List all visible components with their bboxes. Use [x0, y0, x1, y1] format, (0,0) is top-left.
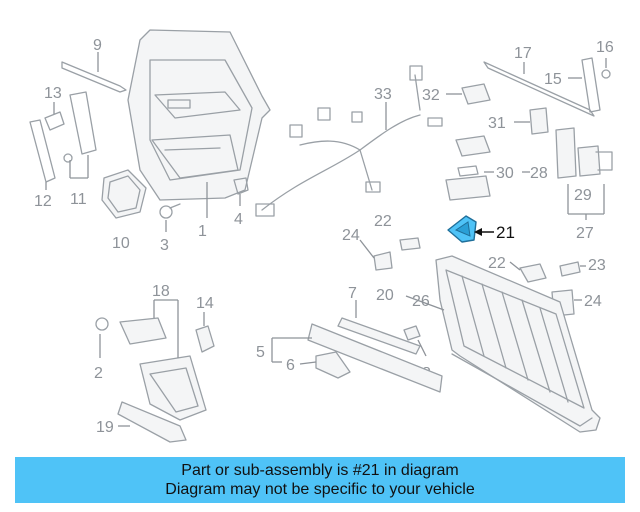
- callout-4: 4: [234, 211, 243, 228]
- part-18-handle-assembly: 18: [119, 283, 207, 421]
- callout-2: 2: [94, 365, 103, 382]
- callout-26: 26: [412, 293, 430, 310]
- callout-22: 22: [488, 255, 506, 272]
- part-19-trim: 19: [96, 401, 187, 443]
- part-11-bracket: 11: [63, 91, 97, 208]
- part-2-screw: 2: [94, 317, 109, 382]
- callout-32: 32: [422, 87, 440, 104]
- callout-28: 28: [530, 165, 548, 182]
- part-33-wiring-harness: 33: [255, 65, 443, 217]
- part-24-clip: 24: [342, 227, 393, 271]
- callout-33: 33: [374, 86, 392, 103]
- part-7-guide: 7: [337, 285, 421, 355]
- part-3-screw: 3: [159, 203, 181, 254]
- part-23-cap-upper: 22: [374, 213, 421, 251]
- callout-29: 29: [574, 187, 592, 204]
- callout-11: 11: [70, 191, 87, 208]
- part-9-trim-strip: 9: [61, 37, 127, 93]
- callout-31: 31: [488, 115, 506, 132]
- callout-17: 17: [514, 45, 532, 62]
- part-29-bracket: 29: [574, 145, 613, 204]
- callout-14: 14: [196, 295, 214, 312]
- caption-line-2: Diagram may not be specific to your vehi…: [165, 481, 475, 498]
- callout-20: 20: [376, 287, 394, 304]
- callout-9: 9: [93, 37, 102, 54]
- callout-21: 21: [496, 223, 515, 242]
- callout-30: 30: [496, 165, 514, 182]
- part-23-cap-lower: 23: [559, 257, 606, 277]
- part-15-trim: 15: [544, 57, 601, 113]
- part-4-clip: 4: [233, 177, 249, 228]
- part-13-clip: 13: [44, 85, 65, 131]
- callout-23-upper: 22: [374, 213, 392, 230]
- part-31-bracket: 31: [488, 107, 549, 135]
- part-16-clip: 16: [596, 39, 614, 79]
- callout-25: 24: [584, 293, 602, 310]
- callout-13: 13: [44, 85, 62, 102]
- callout-6: 6: [286, 357, 295, 374]
- callout-24: 24: [342, 227, 360, 244]
- callout-3: 3: [160, 237, 169, 254]
- callout-16: 16: [596, 39, 614, 56]
- part-5-rail: 5: [256, 323, 443, 393]
- callout-1: 1: [198, 223, 207, 240]
- callout-7: 7: [348, 285, 357, 302]
- callout-23-lower: 23: [588, 257, 606, 274]
- part-21-highlighted: 21: [447, 215, 515, 243]
- callout-10: 10: [112, 235, 130, 252]
- callout-27: 27: [576, 225, 594, 242]
- part-10-grille: 10: [101, 169, 147, 252]
- callout-12: 12: [34, 193, 52, 210]
- part-26-sunshade: 20 26: [376, 255, 601, 433]
- caption-bar: Part or sub-assembly is #21 in diagram D…: [15, 457, 625, 503]
- part-17-strip: 17: [483, 45, 595, 117]
- parts-diagram: 9 1 13 11 12 10 3: [29, 29, 614, 443]
- callout-5: 5: [256, 344, 265, 361]
- part-12-strip: 12: [29, 119, 56, 210]
- part-14-cover: 14: [195, 295, 215, 353]
- caption-line-1: Part or sub-assembly is #21 in diagram: [181, 462, 459, 479]
- part-1-door-panel: 1: [127, 29, 271, 240]
- part-27-assembly: 27: [567, 184, 605, 242]
- part-28-latch: 28: [522, 127, 577, 182]
- callout-18: 18: [152, 283, 170, 300]
- callout-19: 19: [96, 419, 114, 436]
- part-32-switch: 32: [422, 83, 491, 105]
- part-6-bracket: 6: [286, 351, 351, 379]
- part-22-handle: 22: [488, 255, 547, 283]
- callout-15: 15: [544, 71, 562, 88]
- part-30-lock: 30: [445, 135, 514, 201]
